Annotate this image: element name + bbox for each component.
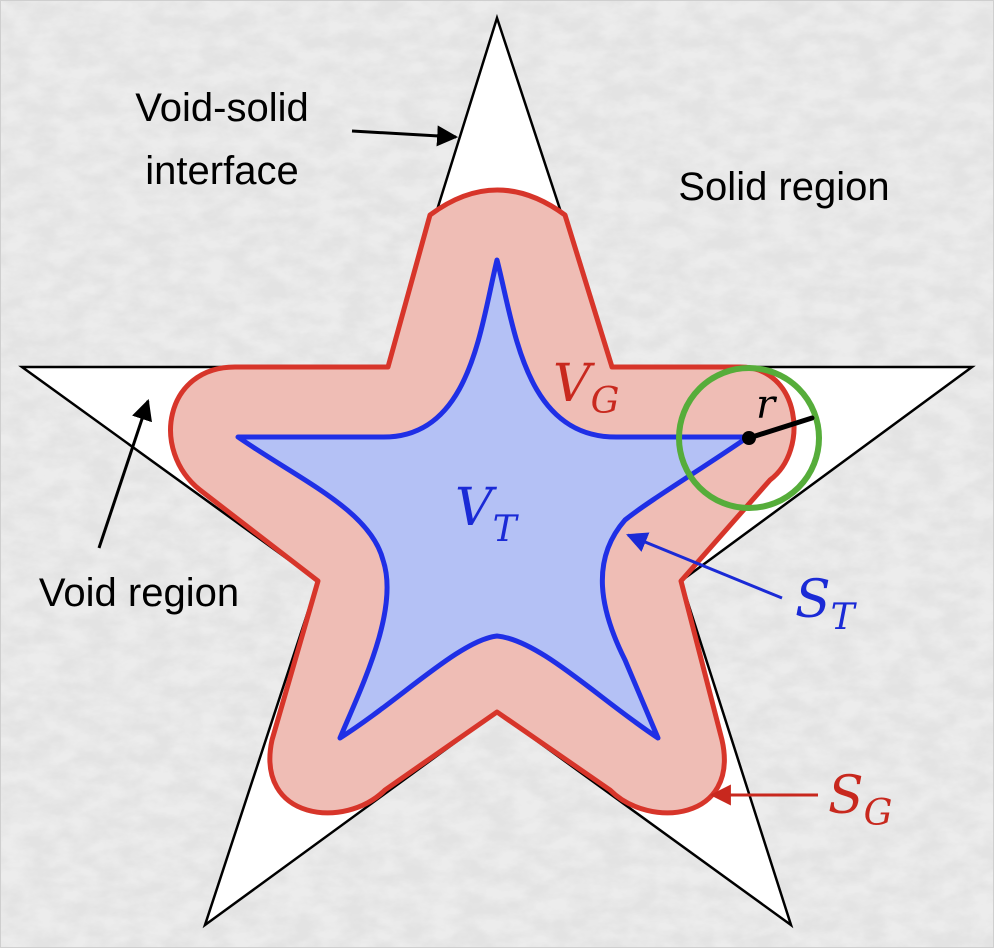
throat-region-st: [235, 257, 751, 741]
interface-arrow: [351, 125, 459, 147]
solid-region-label: Solid region: [678, 165, 889, 209]
vg-label: VG: [553, 354, 619, 422]
interface-label-line2: interface: [145, 149, 298, 193]
void-region-arrow: [97, 399, 152, 549]
vt-label-sub: T: [493, 509, 520, 550]
probe-center-dot: [742, 431, 756, 445]
radius-line: [746, 415, 815, 441]
vt-label-main: V: [455, 478, 497, 538]
st-arrow: [626, 532, 783, 600]
st-label: ST: [795, 570, 858, 638]
vt-label: VT: [455, 478, 520, 550]
interface-label-line1: Void-solid: [135, 86, 308, 130]
sg-label-sub: G: [864, 793, 893, 834]
radius-label: r: [756, 382, 778, 428]
probe-circle: [676, 365, 822, 511]
st-label-sub: T: [831, 597, 858, 638]
sg-label-main: S: [828, 766, 864, 826]
vg-label-sub: G: [591, 381, 620, 422]
sg-label: SG: [828, 766, 892, 834]
st-label-main: S: [795, 570, 831, 630]
vg-label-main: V: [553, 354, 595, 414]
void-region-label: Void region: [39, 571, 239, 615]
